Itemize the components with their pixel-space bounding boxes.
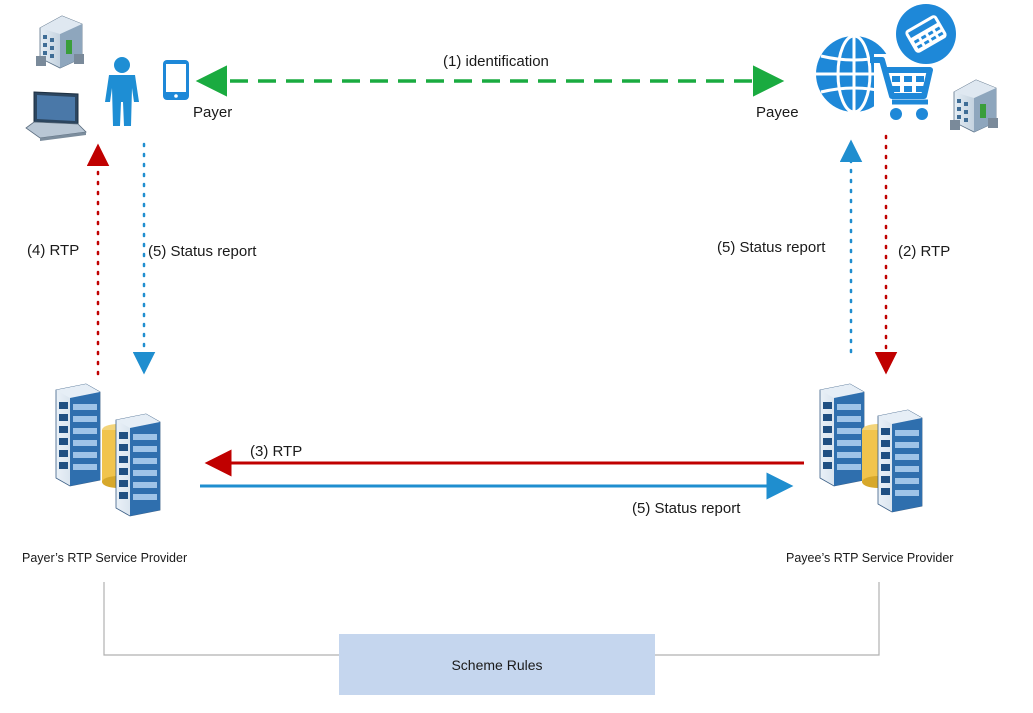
globe-cart-icon: [816, 34, 936, 126]
payee-provider-label: Payee’s RTP Service Provider: [786, 551, 953, 565]
person-icon: [105, 57, 139, 126]
status-payee-label: (5) Status report: [717, 239, 826, 256]
rtp-payer-label: (4) RTP: [27, 242, 79, 259]
laptop-icon: [25, 91, 87, 141]
payee-rules-connector: [655, 582, 880, 656]
scheme-rules-box: [339, 634, 655, 695]
rtp-payee-label: (2) RTP: [898, 243, 950, 260]
status-interbank-label: (5) Status report: [632, 500, 741, 517]
office-building-icon: [35, 15, 85, 69]
office-building-icon: [949, 79, 999, 133]
status-payer-label: (5) Status report: [148, 243, 257, 260]
smartphone-icon: [163, 60, 189, 100]
payer-rules-connector: [103, 582, 340, 656]
card-terminal-icon: [896, 4, 956, 64]
payer-label: Payer: [193, 104, 232, 121]
payee-label: Payee: [756, 104, 799, 121]
payer-provider-label: Payer’s RTP Service Provider: [22, 551, 187, 565]
server-icon: [55, 383, 161, 517]
server-icon: [819, 383, 923, 513]
rtp-interbank-label: (3) RTP: [250, 443, 302, 460]
scheme-rules-label: Scheme Rules: [451, 657, 542, 673]
identification-label: (1) identification: [443, 53, 549, 70]
